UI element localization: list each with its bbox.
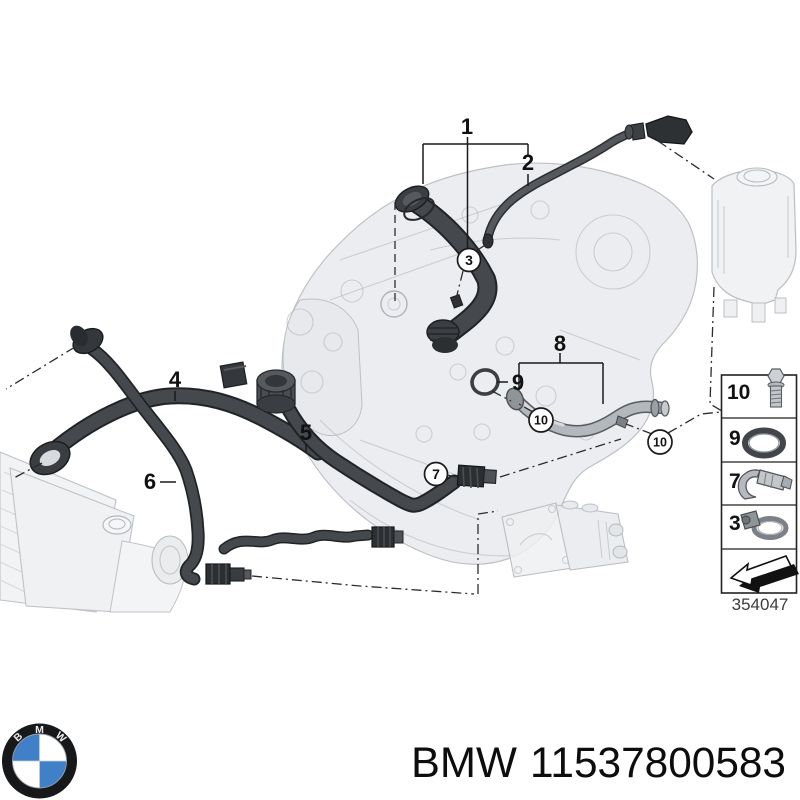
legend-box: 10 9 7 3 354047 <box>720 368 799 614</box>
direction-arrow-icon <box>729 555 799 593</box>
callout-10a: 10 <box>534 414 548 428</box>
callout-6: 6 <box>144 469 156 494</box>
hose-5-engine-hose <box>280 400 462 513</box>
callout-10b-circle <box>647 429 673 455</box>
hose-middle-wavy <box>218 529 374 555</box>
bmw-roundel-logo: B M W <box>2 723 77 799</box>
hose-4-radiator-hose <box>43 387 327 461</box>
callout-labels: 1 2 4 5 6 8 9 3 7 10 10 <box>144 114 673 494</box>
engine-block <box>281 162 698 565</box>
hose-6-quick-connector <box>205 563 252 585</box>
callout-5: 5 <box>300 420 312 445</box>
spring-clamp-icon <box>737 469 793 500</box>
pipe-2-elbow-connector <box>624 115 693 145</box>
callout-3-circle <box>456 247 482 273</box>
hose-1-upper-radiator-hose <box>403 191 498 342</box>
callout-10b: 10 <box>653 436 667 450</box>
leader-lines <box>5 140 723 595</box>
callout-7-circle <box>423 461 449 487</box>
legend-num-3: 3 <box>729 512 741 535</box>
hose-5-quick-connector <box>456 464 497 489</box>
wavy-hose-connector <box>371 526 404 548</box>
callout-9: 9 <box>512 370 524 395</box>
radiator <box>0 451 189 613</box>
hose-1-clamp <box>449 293 464 309</box>
callout-10a-circle <box>528 407 554 433</box>
engine-stub-with-clamp <box>219 361 248 389</box>
footer-brand: BMW <box>411 739 517 787</box>
hose-5-barrel-connector <box>256 369 296 414</box>
bracket-lines <box>160 137 604 483</box>
hose-6-lower-hose <box>85 342 205 586</box>
legend-num-7: 7 <box>729 470 741 493</box>
bolt-icon <box>767 368 785 408</box>
legend-num-9: 9 <box>729 427 741 450</box>
callout-4: 4 <box>169 367 182 392</box>
hose-1-top-collar <box>394 185 435 221</box>
logo-letter-m: M <box>35 724 44 736</box>
hose-6-elbow-fitting <box>70 325 104 355</box>
o-ring-icon <box>742 427 786 459</box>
pipe-2-lower-clamp <box>482 233 494 249</box>
callout-1: 1 <box>461 114 473 139</box>
footer-part-label: BMW 11537800583 <box>411 739 786 787</box>
callout-3: 3 <box>465 252 473 268</box>
oil-cooler <box>501 500 629 578</box>
legend-num-10: 10 <box>727 381 750 404</box>
screw-clamp-icon <box>740 510 789 540</box>
diagram-number: 354047 <box>732 595 789 614</box>
hose-1-bottom-fitting <box>426 319 460 353</box>
callout-2: 2 <box>522 150 534 175</box>
o-ring-9-part <box>470 368 500 396</box>
expansion-tank <box>711 167 797 323</box>
callout-8: 8 <box>554 331 566 356</box>
hose-4-ring-fitting <box>29 440 71 476</box>
callout-7: 7 <box>432 466 440 482</box>
footer-part-number: 11537800583 <box>530 739 786 787</box>
